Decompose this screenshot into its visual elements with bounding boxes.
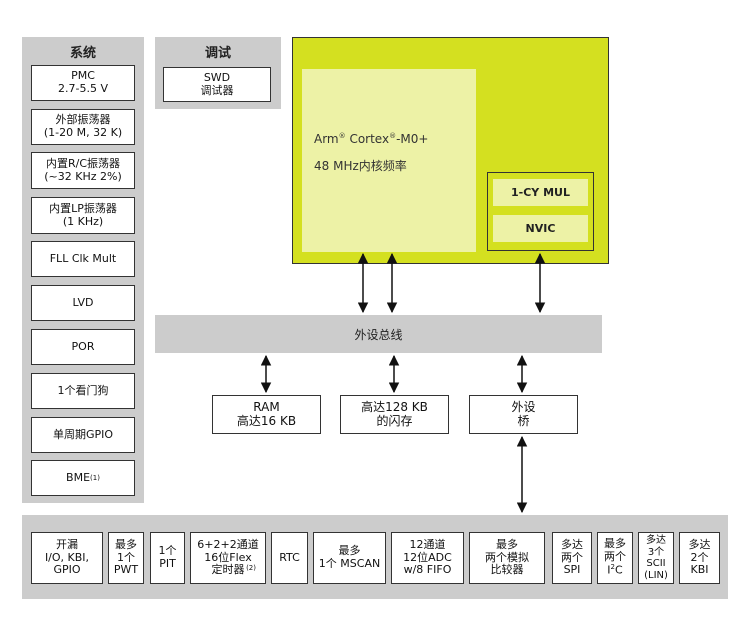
watchdog-box: 1个看门狗: [31, 373, 135, 409]
bme-label: BME: [66, 470, 91, 484]
i2c-box: 最多 两个 I2C: [597, 532, 633, 584]
lvd-box: LVD: [31, 285, 135, 321]
flex-timer-label: 6+2+2通道 16位Flex 定时器: [197, 538, 259, 577]
rtc-box: RTC: [271, 532, 308, 584]
flex-timer-footnote: (2): [246, 563, 256, 572]
peripheral-bus: 外设总线: [155, 315, 602, 353]
flex-timer-box: 6+2+2通道 16位Flex 定时器 (2): [190, 532, 266, 584]
nvic-frame: [487, 172, 594, 251]
fll-clk-mult-box: FLL Clk Mult: [31, 241, 135, 277]
sci-box: 多达 3个 SCII (LIN): [638, 532, 674, 584]
internal-rc-oscillator-box: 内置R/C振荡器 (~32 KHz 2%): [31, 152, 135, 189]
analog-comparator-box: 最多 两个模拟 比较器: [469, 532, 545, 584]
flash-box: 高达128 KB 的闪存: [340, 395, 449, 434]
adc-box: 12通道 12位ADC w/8 FIFO: [391, 532, 464, 584]
kbi-box: 多达 2个 KBI: [679, 532, 720, 584]
internal-lp-oscillator-box: 内置LP振荡器 (1 KHz): [31, 197, 135, 234]
debug-title: 调试: [204, 46, 231, 61]
system-title: 系统: [69, 46, 96, 61]
swd-debugger-box: SWD 调试器: [163, 67, 271, 102]
por-box: POR: [31, 329, 135, 365]
mscan-box: 最多 1个 MSCAN: [313, 532, 386, 584]
peripheral-bridge-box: 外设 桥: [469, 395, 578, 434]
external-oscillator-box: 外部振荡器 (1-20 M, 32 K): [31, 109, 135, 145]
pwt-box: 最多 1个 PWT: [108, 532, 144, 584]
mul-box: 1-CY MUL: [493, 179, 588, 206]
cpu-core-area: [302, 69, 476, 252]
core-name: Arm® Cortex®-M0+: [314, 132, 429, 146]
open-drain-io-box: 开漏 I/O, KBI, GPIO: [31, 532, 103, 584]
bme-box: BME(1): [31, 460, 135, 496]
core-frequency: 48 MHz内核频率: [314, 159, 407, 173]
bme-footnote: (1): [90, 473, 100, 482]
single-cycle-gpio-box: 单周期GPIO: [31, 417, 135, 453]
ram-box: RAM 高达16 KB: [212, 395, 321, 434]
pmc-box: PMC 2.7-5.5 V: [31, 65, 135, 101]
spi-box: 多达 两个 SPI: [552, 532, 592, 584]
pit-box: 1个 PIT: [150, 532, 185, 584]
nvic-box: NVIC: [493, 215, 588, 242]
